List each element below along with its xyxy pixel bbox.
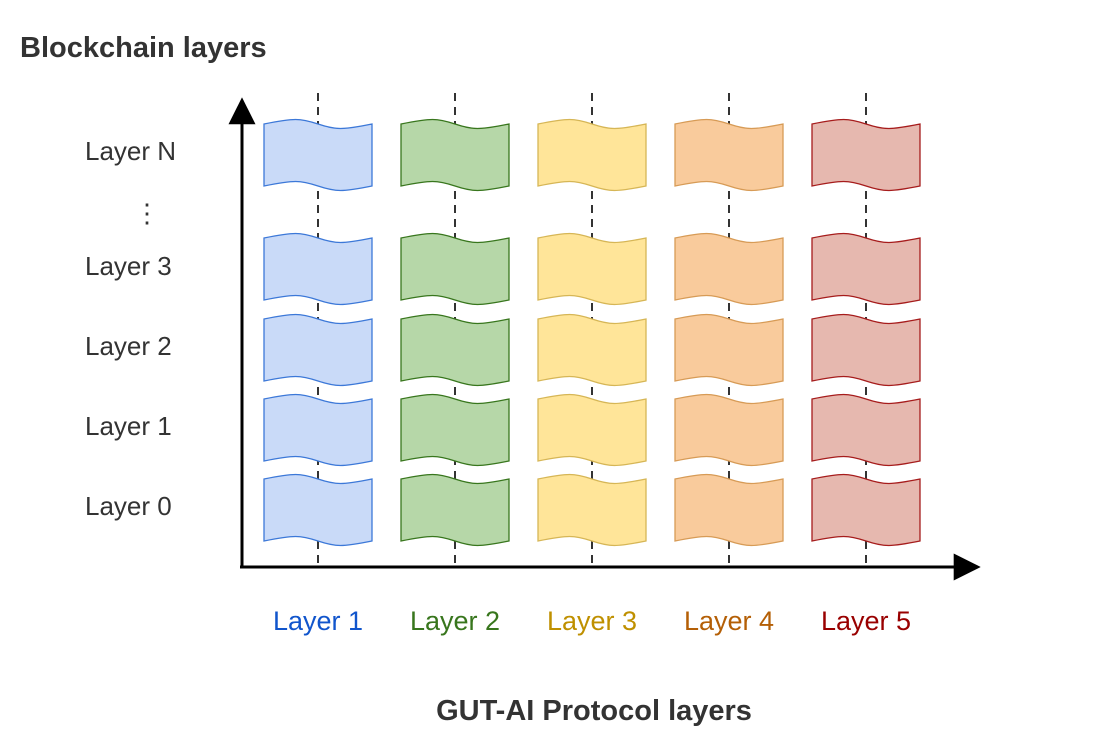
diagram-title: Blockchain layers — [20, 32, 267, 64]
row-label-layer-1: Layer 1 — [85, 411, 172, 441]
cell-layer-0-protocol-4 — [674, 473, 784, 547]
row-label-layer-n: Layer N — [85, 136, 176, 166]
cell-layer-3-protocol-2 — [400, 232, 510, 306]
cell-layer-n-protocol-4 — [674, 118, 784, 192]
cell-layer-2-protocol-5 — [811, 313, 921, 387]
cell-layer-1-protocol-4 — [674, 393, 784, 467]
cell-layer-0-protocol-3 — [537, 473, 647, 547]
column-labels: Layer 1 Layer 2 Layer 3 Layer 4 Layer 5 — [273, 606, 911, 636]
row-label-layer-0: Layer 0 — [85, 491, 172, 521]
cell-layer-1-protocol-1 — [263, 393, 373, 467]
x-axis-title: GUT-AI Protocol layers — [436, 695, 752, 727]
cell-layer-3-protocol-1 — [263, 232, 373, 306]
cell-layer-2-protocol-4 — [674, 313, 784, 387]
column-label-layer-2: Layer 2 — [410, 606, 500, 636]
cell-layer-n-protocol-2 — [400, 118, 510, 192]
cell-layer-3-protocol-4 — [674, 232, 784, 306]
cell-layer-2-protocol-3 — [537, 313, 647, 387]
cell-layer-n-protocol-5 — [811, 118, 921, 192]
column-label-layer-5: Layer 5 — [821, 606, 911, 636]
row-label-layer-3: Layer 3 — [85, 251, 172, 281]
cell-layer-2-protocol-1 — [263, 313, 373, 387]
cell-layer-1-protocol-3 — [537, 393, 647, 467]
cell-layer-0-protocol-5 — [811, 473, 921, 547]
cell-layer-0-protocol-1 — [263, 473, 373, 547]
cell-layer-n-protocol-1 — [263, 118, 373, 192]
cell-layer-3-protocol-3 — [537, 232, 647, 306]
cell-layer-1-protocol-2 — [400, 393, 510, 467]
row-label-layer-2: Layer 2 — [85, 331, 172, 361]
column-label-layer-3: Layer 3 — [547, 606, 637, 636]
column-label-layer-1: Layer 1 — [273, 606, 363, 636]
row-ellipsis: ⋮ — [134, 198, 160, 228]
row-labels: Layer N ⋮ Layer 3 Layer 2 Layer 1 Layer … — [85, 136, 176, 521]
cell-layer-2-protocol-2 — [400, 313, 510, 387]
cell-layer-1-protocol-5 — [811, 393, 921, 467]
cell-layer-n-protocol-3 — [537, 118, 647, 192]
column-label-layer-4: Layer 4 — [684, 606, 774, 636]
cell-layer-3-protocol-5 — [811, 232, 921, 306]
layer-grid — [263, 118, 921, 547]
cell-layer-0-protocol-2 — [400, 473, 510, 547]
